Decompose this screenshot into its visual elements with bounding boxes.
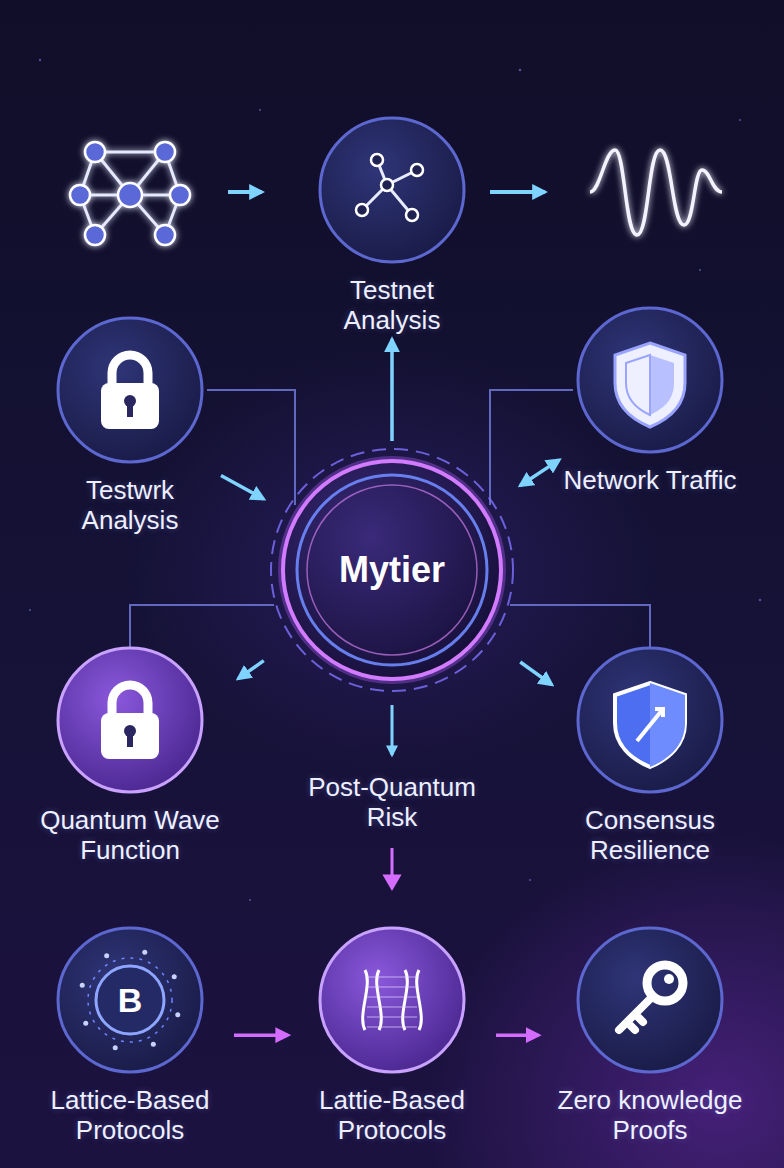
lock-circle-outline <box>55 645 205 795</box>
lock-circle: Quantum Wave Function <box>25 645 235 865</box>
shield-circle: Consensus Resilience <box>555 645 745 865</box>
node-label: Lattice-Based Protocols <box>30 1085 230 1145</box>
flow-arrow-art <box>391 705 394 755</box>
node-label: Lattie-Based Protocols <box>292 1085 492 1145</box>
shield-circle-outline <box>575 645 725 795</box>
lock-icon <box>58 648 202 792</box>
split-icon <box>320 118 464 262</box>
node-label: Zero knowledge Proofs <box>543 1085 758 1145</box>
hub-ring: Mytier <box>267 445 517 695</box>
node-label: Quantum Wave Function <box>25 805 235 865</box>
lock-icon <box>58 318 202 462</box>
flow-arrow-art <box>385 848 399 888</box>
hub-title: Mytier <box>267 445 517 695</box>
analysis-circle-outline <box>317 115 467 265</box>
lattice-icon <box>320 928 464 1072</box>
coin-circle: B Lattice-Based Protocols <box>30 925 230 1145</box>
node-label: Testwrk Analysis <box>43 475 218 535</box>
flow-arrow <box>238 661 263 679</box>
flow-arrow <box>496 1033 539 1037</box>
node-label: Testnet Analysis <box>305 275 480 335</box>
flow-arrow <box>234 1033 288 1037</box>
key-circle-outline <box>575 925 725 1075</box>
shield-circle: Network Traffic <box>563 305 738 495</box>
lattice-circle-outline <box>317 925 467 1075</box>
flow-arrow <box>390 339 394 441</box>
shield-icon <box>578 308 722 452</box>
flow-label: Post-Quantum Risk <box>287 772 497 832</box>
wave-icon <box>590 150 722 235</box>
flow-arrow <box>520 662 552 685</box>
star-dots <box>29 59 761 901</box>
node-label: Consensus Resilience <box>555 805 745 865</box>
flow-arrow <box>520 460 559 486</box>
node-label: Network Traffic <box>563 465 738 495</box>
analysis-circle: Testnet Analysis <box>305 115 480 335</box>
network-graph-icon <box>70 142 190 245</box>
flow-arrow <box>221 475 263 498</box>
lattice-circle: Lattie-Based Protocols <box>292 925 492 1145</box>
lock-circle: Testwrk Analysis <box>43 315 218 535</box>
shield2-icon <box>578 648 722 792</box>
key-circle: Zero knowledge Proofs <box>543 925 758 1145</box>
key-icon <box>578 928 722 1072</box>
shield-circle-outline <box>575 305 725 455</box>
lock-circle-outline <box>55 315 205 465</box>
coin-letter: B <box>30 925 230 1075</box>
